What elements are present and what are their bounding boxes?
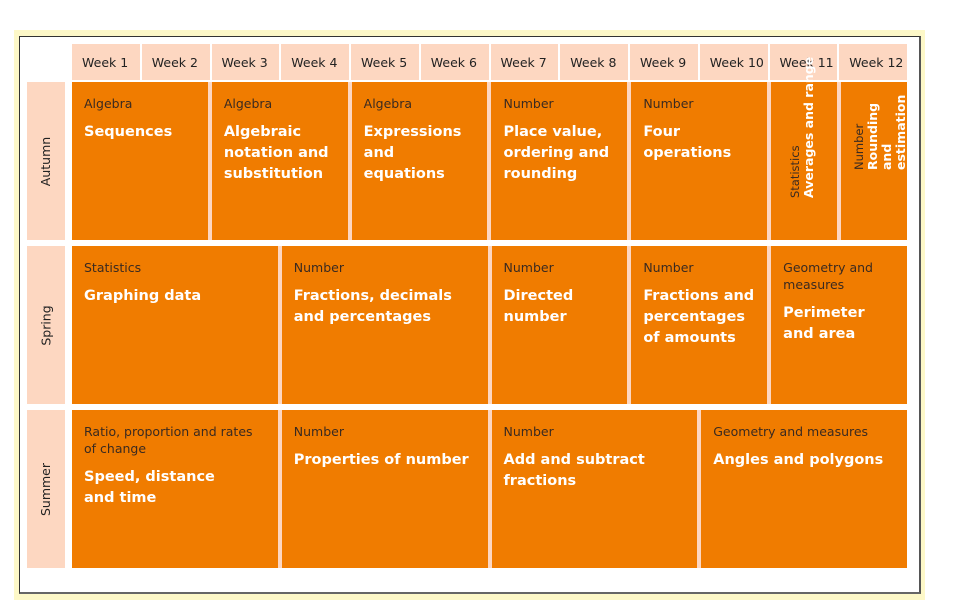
unit-title: Fractions, decimals and percentages — [293, 288, 452, 325]
week-header: Week 5 — [351, 44, 419, 80]
term-label-text: Spring — [38, 304, 54, 346]
unit-title: Properties of number — [293, 452, 469, 468]
unit-title: Angles and polygons — [713, 452, 884, 468]
week-header: Week 4 — [281, 44, 349, 80]
unit-title: Averages and range — [801, 56, 817, 198]
unit-category: Number — [293, 424, 344, 439]
unit-title: Expressions and equations — [363, 124, 462, 182]
unit-title: Algebraic notation and substitution — [223, 124, 329, 182]
unit-category: Algebra — [84, 96, 133, 111]
unit-title: Place value, ordering and rounding — [503, 124, 610, 182]
unit-title: Speed, distance and time — [84, 469, 215, 506]
unit-title: Rounding and estimation — [865, 94, 909, 170]
unit-category: Number — [643, 96, 694, 111]
term-label-spring: Spring — [27, 246, 65, 404]
unit-title: Add and subtract fractions — [503, 452, 645, 489]
week-header-row: Week 1 Week 2 Week 3 Week 4 Week 5 Week … — [72, 44, 907, 80]
unit-title: Sequences — [84, 124, 173, 140]
week-header: Week 3 — [211, 44, 280, 80]
week-header: Week 9 — [630, 44, 698, 80]
week-header: Week 2 — [141, 44, 210, 80]
week-header: Week 6 — [420, 44, 489, 80]
unit-title: Four operations — [643, 124, 732, 161]
term-label-summer: Summer — [27, 410, 65, 568]
unit-category: Number — [852, 123, 867, 170]
term-label-text: Summer — [38, 462, 54, 516]
unit-category: Geometry and measures — [713, 424, 869, 439]
term-label-text: Autumn — [38, 136, 54, 186]
unit-title: Graphing data — [84, 288, 202, 304]
unit-category: Number — [503, 260, 554, 275]
week-header: Week 10 — [699, 44, 768, 80]
unit-title: Perimeter and area — [783, 305, 865, 342]
week-header: Week 8 — [560, 44, 628, 80]
week-header: Week 1 — [72, 44, 140, 80]
unit-category: Statistics — [788, 145, 803, 198]
unit-category: Geometry and measures — [783, 260, 873, 292]
unit-category: Number — [643, 260, 694, 275]
term-label-autumn: Autumn — [27, 82, 65, 240]
unit-category: Number — [503, 96, 554, 111]
unit-category: Algebra — [223, 96, 273, 111]
unit-category: Ratio, proportion and rates of change — [84, 424, 253, 456]
week-header: Week 11 — [769, 44, 838, 80]
week-header: Week 12 — [839, 44, 907, 80]
unit-category: Number — [293, 260, 344, 275]
week-header: Week 7 — [490, 44, 559, 80]
unit-category: Statistics — [84, 260, 142, 275]
unit-category: Number — [503, 424, 554, 439]
unit-title: Directed number — [503, 288, 574, 325]
unit-category: Algebra — [363, 96, 413, 111]
unit-title: Fractions and percentages of amounts — [643, 288, 755, 346]
